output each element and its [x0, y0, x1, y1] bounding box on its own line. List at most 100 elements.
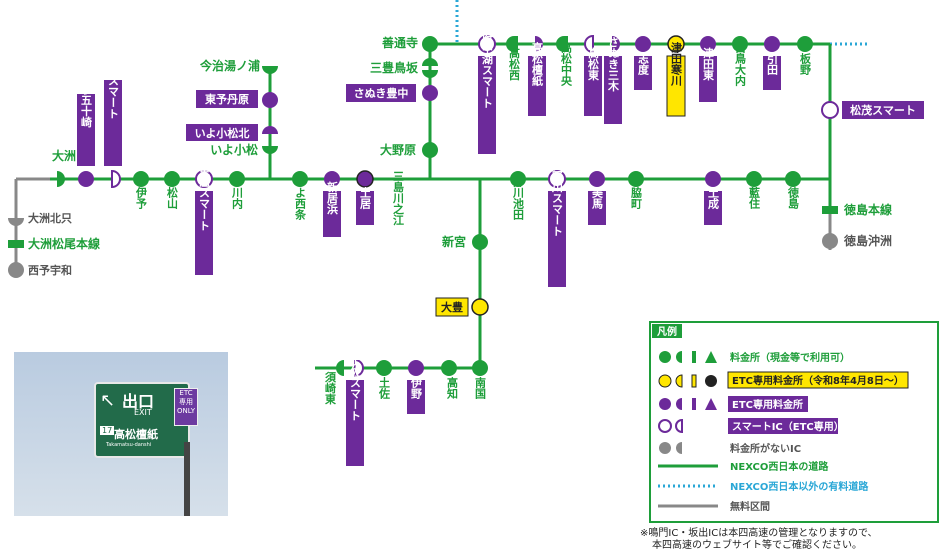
- takamatsunishi-station[interactable]: [506, 36, 514, 52]
- tokushimaoki-station[interactable]: [822, 233, 838, 249]
- tokushima-station[interactable]: [785, 171, 801, 187]
- niihama-station[interactable]: [324, 171, 340, 187]
- ikawaikeda-label: 井川池田: [512, 175, 526, 221]
- tsudasamukawa-station[interactable]: [667, 35, 685, 53]
- matsuyama-station[interactable]: [164, 171, 180, 187]
- toyo-station[interactable]: [262, 92, 278, 108]
- tosasmart-station[interactable]: [354, 358, 364, 378]
- iyokomatsukita-label: いよ小松北: [195, 126, 250, 140]
- ino-label: 伊野: [410, 376, 424, 400]
- legend-item-7: 無料区間: [730, 500, 770, 513]
- shirotoriouchi-station[interactable]: [732, 36, 748, 52]
- iyosaijo-label: いよ西条: [294, 176, 308, 221]
- ozu-label: 大洲: [52, 148, 76, 163]
- exit-ic-name: 高松檀紙: [114, 428, 158, 441]
- hiketa-station[interactable]: [764, 36, 780, 52]
- sanyotoyosaka-station[interactable]: [422, 58, 438, 66]
- takamatsuchuo-label: 高松中央: [560, 41, 573, 87]
- imabari-station[interactable]: [262, 66, 278, 74]
- ikawaikeda-station[interactable]: [510, 171, 526, 187]
- nangoku-label: 南国: [474, 376, 487, 400]
- labels-upper: 府中湖スマート 高松西 高松檀紙 高松中央 高松東 さぬき三木 志度 津田寒川 …: [478, 30, 812, 154]
- tosasmart-label: 土佐スマート: [349, 354, 363, 421]
- aizumi-station[interactable]: [746, 171, 762, 187]
- toon-label: 東温スマート: [198, 164, 211, 231]
- iyosaijo-station[interactable]: [292, 171, 308, 187]
- iyo-station[interactable]: [133, 171, 149, 187]
- otoyo-station[interactable]: [471, 298, 489, 316]
- tokushimahonsen-station[interactable]: [822, 206, 838, 214]
- legend-item-4: 料金所がないIC: [730, 442, 801, 455]
- exit-ic-romaji: Takamatsu-danshi: [106, 442, 152, 448]
- sign-pole: [184, 442, 190, 516]
- matsushige-station[interactable]: [821, 101, 839, 119]
- seiyouwa-label: 西予宇和: [28, 263, 72, 277]
- kochi-station[interactable]: [441, 360, 457, 376]
- doi-station[interactable]: [356, 170, 374, 188]
- tosa-label: 土佐: [378, 376, 392, 400]
- ozukitatada-label: 大洲北只: [28, 211, 72, 225]
- legend-item-3: スマートIC（ETC専用）: [732, 420, 844, 433]
- wakimachi-label: 脇町: [630, 186, 643, 210]
- matsuyama-label: 松山: [166, 186, 179, 210]
- footnote: ※鳴門IC・坂出ICは本四高速の管理となりますので、 本四高速のウェブサイト等で…: [640, 528, 936, 552]
- wakimachi-station[interactable]: [628, 171, 644, 187]
- exit-number: 17: [100, 426, 115, 435]
- tsudahigashi-station[interactable]: [700, 36, 716, 52]
- hiketa-label: 引田: [766, 52, 779, 76]
- uchiko-station[interactable]: [78, 171, 94, 187]
- ozumatsuo-station[interactable]: [8, 240, 24, 248]
- ozu-station[interactable]: [57, 171, 65, 187]
- susakihigashi-station[interactable]: [336, 360, 344, 376]
- takamatsuhigaki-station[interactable]: [535, 36, 543, 52]
- nakayama-station[interactable]: [111, 169, 121, 189]
- fuchu-station[interactable]: [478, 35, 496, 53]
- uchiko-label: 内子五十崎: [80, 71, 93, 128]
- itano-station[interactable]: [797, 36, 813, 52]
- sanukimiki-station[interactable]: [612, 36, 620, 52]
- stations-north-branch: 善通寺 三豊鳥坂 さぬき豊中 大野原: [346, 35, 438, 158]
- shido-label: 志度: [637, 52, 650, 76]
- tokushimahonsen-label: 徳島本線: [843, 202, 892, 217]
- legend-item-6: NEXCO西日本以外の有料道路: [730, 480, 869, 493]
- exit-sign-en: EXIT: [134, 408, 152, 417]
- stations-main: 大洲: [52, 148, 801, 189]
- takamatsuhigashi-label: 高松東: [587, 46, 600, 81]
- donari-label: 土成: [707, 186, 720, 210]
- ozumatsuo-label: 大洲松尾本線: [28, 236, 100, 251]
- toon-station[interactable]: [195, 170, 213, 188]
- stations-imabari-branch: 今治湯ノ浦 東予丹原 いよ小松北 いよ小松: [186, 58, 278, 157]
- ozukitatada-station[interactable]: [8, 218, 24, 226]
- seiyouwa-station[interactable]: [8, 262, 24, 278]
- yoshinogawa-station[interactable]: [548, 170, 566, 188]
- nangoku-station[interactable]: [472, 360, 488, 376]
- shirotoriouchi-label: 白鳥大内: [734, 41, 747, 87]
- arrow-up-left-icon: ↖: [100, 390, 116, 411]
- onohara-label: 大野原: [380, 142, 416, 157]
- kawauchi-label: 川内: [231, 187, 245, 210]
- kawauchi-station[interactable]: [229, 171, 245, 187]
- takamatsuhigashi-station[interactable]: [584, 34, 594, 54]
- sanukitoyonaka-label: さぬき豊中: [354, 86, 409, 100]
- mima-station[interactable]: [589, 171, 605, 187]
- labels-main: 内子五十崎 中山スマート 伊予 松山 東温スマート 川内 いよ西条 新居浜 土居…: [77, 52, 800, 287]
- aizumi-label: 藍住: [748, 186, 761, 210]
- donari-station[interactable]: [705, 171, 721, 187]
- iyokomatsukita-station[interactable]: [262, 126, 278, 134]
- mima-label: 美馬: [591, 186, 604, 210]
- zentsuji-station[interactable]: [422, 36, 438, 52]
- iyokomatsu-station[interactable]: [262, 146, 278, 154]
- ino-station[interactable]: [408, 360, 424, 376]
- shido-station[interactable]: [635, 36, 651, 52]
- nakayama-label: 中山スマート: [107, 52, 120, 119]
- otoyo-label: 大豊: [441, 300, 463, 314]
- yoshinogawa-label: 吉野川スマート: [551, 158, 565, 236]
- sanukitoyonaka-station[interactable]: [422, 85, 438, 101]
- tosa-station[interactable]: [376, 360, 392, 376]
- takamatsuchuo-station[interactable]: [556, 36, 564, 52]
- onohara-station[interactable]: [422, 142, 438, 158]
- shingu-station[interactable]: [472, 234, 488, 250]
- tokushima-label: 徳島: [787, 186, 801, 210]
- matsushige-label: 松茂スマート: [850, 103, 916, 117]
